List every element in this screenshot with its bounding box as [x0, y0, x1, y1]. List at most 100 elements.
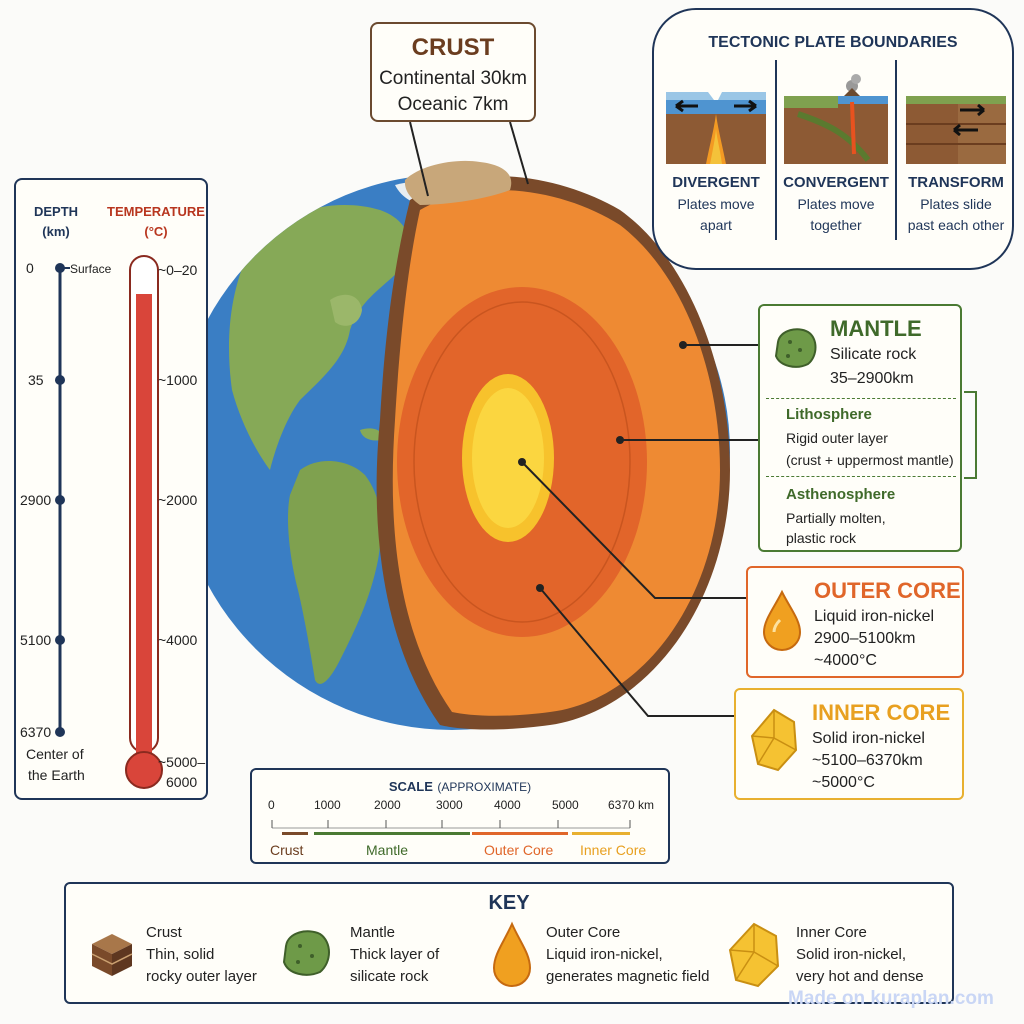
key-inner-core-desc: very hot and dense — [796, 968, 924, 985]
scale-bar — [271, 820, 631, 835]
inner-core-title: INNER CORE — [812, 700, 951, 725]
asthenosphere-title: Asthenosphere — [786, 486, 896, 503]
temp-surface: ~0–20 — [158, 262, 198, 278]
temp-35: ~1000 — [158, 372, 198, 388]
temp-2900: ~2000 — [158, 492, 198, 508]
divider — [766, 398, 956, 399]
inner-core-callout: INNER CORE Solid iron-nickel ~5100–6370k… — [734, 688, 964, 800]
depth-header: DEPTH — [33, 204, 79, 219]
depth-35: 35 — [28, 372, 44, 388]
depth-temperature-panel: DEPTH (km) TEMPERATURE (°C) 0 Surface 35… — [14, 178, 208, 800]
crust-callout: CRUST Continental 30km Oceanic 7km — [370, 22, 536, 122]
asthenosphere-desc: Partially molten, — [786, 510, 886, 526]
transform-desc: Plates slide — [920, 196, 992, 212]
temperature-unit: (°C) — [144, 224, 168, 239]
scale-tick-label: 6370 km — [608, 798, 655, 812]
convergent-icon — [784, 74, 888, 164]
transform-icon — [906, 96, 1006, 164]
scale-tick-label: 1000 — [314, 798, 341, 812]
leader-lines — [409, 121, 758, 717]
watermark: Made on kuraplan.com — [788, 988, 994, 1009]
center-label: the Earth — [28, 767, 85, 783]
key-title: KEY — [488, 892, 530, 914]
lithosphere-bracket — [964, 391, 977, 479]
mantle-desc: Silicate rock — [830, 346, 917, 363]
mantle-rock-key-icon — [282, 930, 330, 976]
depth-unit: (km) — [42, 224, 70, 239]
scale-label-outer-core: Outer Core — [484, 842, 554, 858]
scale-tick-label: 2000 — [374, 798, 401, 812]
depth-2900: 2900 — [20, 492, 52, 508]
scale-tick-label: 3000 — [436, 798, 463, 812]
key-inner-core-name: Inner Core — [796, 924, 867, 941]
key-mantle-desc: silicate rock — [350, 968, 429, 985]
scale-label-crust: Crust — [270, 842, 304, 858]
key-mantle-name: Mantle — [350, 924, 396, 941]
surface-label: Surface — [70, 262, 112, 276]
convergent-label: CONVERGENT — [783, 174, 889, 191]
temperature-header: TEMPERATURE — [107, 204, 205, 219]
scale-tick-label: 4000 — [494, 798, 521, 812]
lithosphere-title: Lithosphere — [786, 406, 872, 423]
key-outer-core-desc: generates magnetic field — [546, 968, 710, 985]
divider — [775, 60, 777, 240]
depth-6370: 6370 — [20, 724, 52, 740]
tectonic-title: TECTONIC PLATE BOUNDARIES — [708, 34, 958, 51]
tectonic-divergent: DIVERGENT Plates move apart — [658, 74, 774, 233]
divergent-desc: Plates move — [677, 196, 755, 212]
depth-thermometer-graphic — [55, 255, 163, 789]
lithosphere-desc: (crust + uppermost mantle) — [786, 452, 954, 468]
outer-core-title: OUTER CORE — [814, 578, 961, 603]
center-label: Center of — [26, 746, 84, 762]
key-outer-core-desc: Liquid iron-nickel, — [546, 946, 663, 963]
outer-core-callout: OUTER CORE Liquid iron-nickel 2900–5100k… — [746, 566, 964, 678]
scale-title: SCALE — [388, 779, 433, 794]
scale-panel: SCALE (APPROXIMATE) 0 1000 2000 3000 400… — [250, 768, 670, 864]
mantle-callout: MANTLE Silicate rock 35–2900km Lithosphe… — [758, 304, 962, 552]
tectonic-convergent: CONVERGENT Plates move together — [778, 74, 894, 233]
crust-chunk — [404, 160, 512, 205]
earth-land — [229, 182, 445, 684]
scale-tick-label: 5000 — [552, 798, 579, 812]
key-outer-core-name: Outer Core — [546, 924, 621, 941]
key-crust-desc: rocky outer layer — [146, 968, 257, 985]
lithosphere-desc: Rigid outer layer — [786, 430, 888, 446]
crystal-key-icon — [728, 922, 780, 988]
mantle-rock-icon — [774, 328, 817, 368]
tectonic-transform: TRANSFORM Plates slide past each other — [898, 74, 1014, 233]
depth-0: 0 — [26, 260, 34, 276]
scale-title-row: SCALE (APPROXIMATE) — [252, 778, 668, 796]
asthenosphere-desc: plastic rock — [786, 530, 857, 546]
temp-center: 6000 — [166, 774, 198, 790]
scale-note: (APPROXIMATE) — [437, 780, 532, 794]
scale-label-mantle: Mantle — [366, 842, 409, 858]
inner-core-depth: ~5100–6370km — [812, 752, 923, 769]
droplet-key-icon — [492, 921, 532, 988]
transform-desc: past each other — [907, 217, 1005, 233]
crust-title: CRUST — [411, 34, 495, 61]
temp-5100: ~4000 — [158, 632, 198, 648]
outer-core-depth: 2900–5100km — [814, 630, 916, 647]
divergent-icon — [666, 92, 766, 164]
transform-label: TRANSFORM — [908, 174, 1004, 191]
divider — [766, 476, 956, 477]
scale-label-inner-core: Inner Core — [580, 842, 647, 858]
key-inner-core-desc: Solid iron-nickel, — [796, 946, 907, 963]
convergent-desc: Plates move — [797, 196, 875, 212]
outer-core-desc: Liquid iron-nickel — [814, 608, 935, 625]
key-mantle-desc: Thick layer of — [350, 946, 440, 963]
droplet-icon — [762, 589, 802, 652]
convergent-desc: together — [810, 217, 862, 233]
mantle-title: MANTLE — [830, 316, 922, 341]
temp-center: ~5000– — [158, 754, 206, 770]
inner-core-desc: Solid iron-nickel — [812, 730, 925, 747]
divergent-desc: apart — [700, 217, 732, 233]
divider — [895, 60, 897, 240]
crystal-icon — [750, 708, 798, 772]
key-crust-name: Crust — [146, 924, 182, 941]
scale-tick-label: 0 — [268, 798, 275, 812]
inner-core-temp: ~5000°C — [812, 774, 875, 791]
key-panel: KEY Crust Thin, solid rocky outer layer … — [64, 882, 954, 1004]
tectonic-panel: TECTONIC PLATE BOUNDARIES DIVERGENT Plat… — [652, 8, 1014, 270]
